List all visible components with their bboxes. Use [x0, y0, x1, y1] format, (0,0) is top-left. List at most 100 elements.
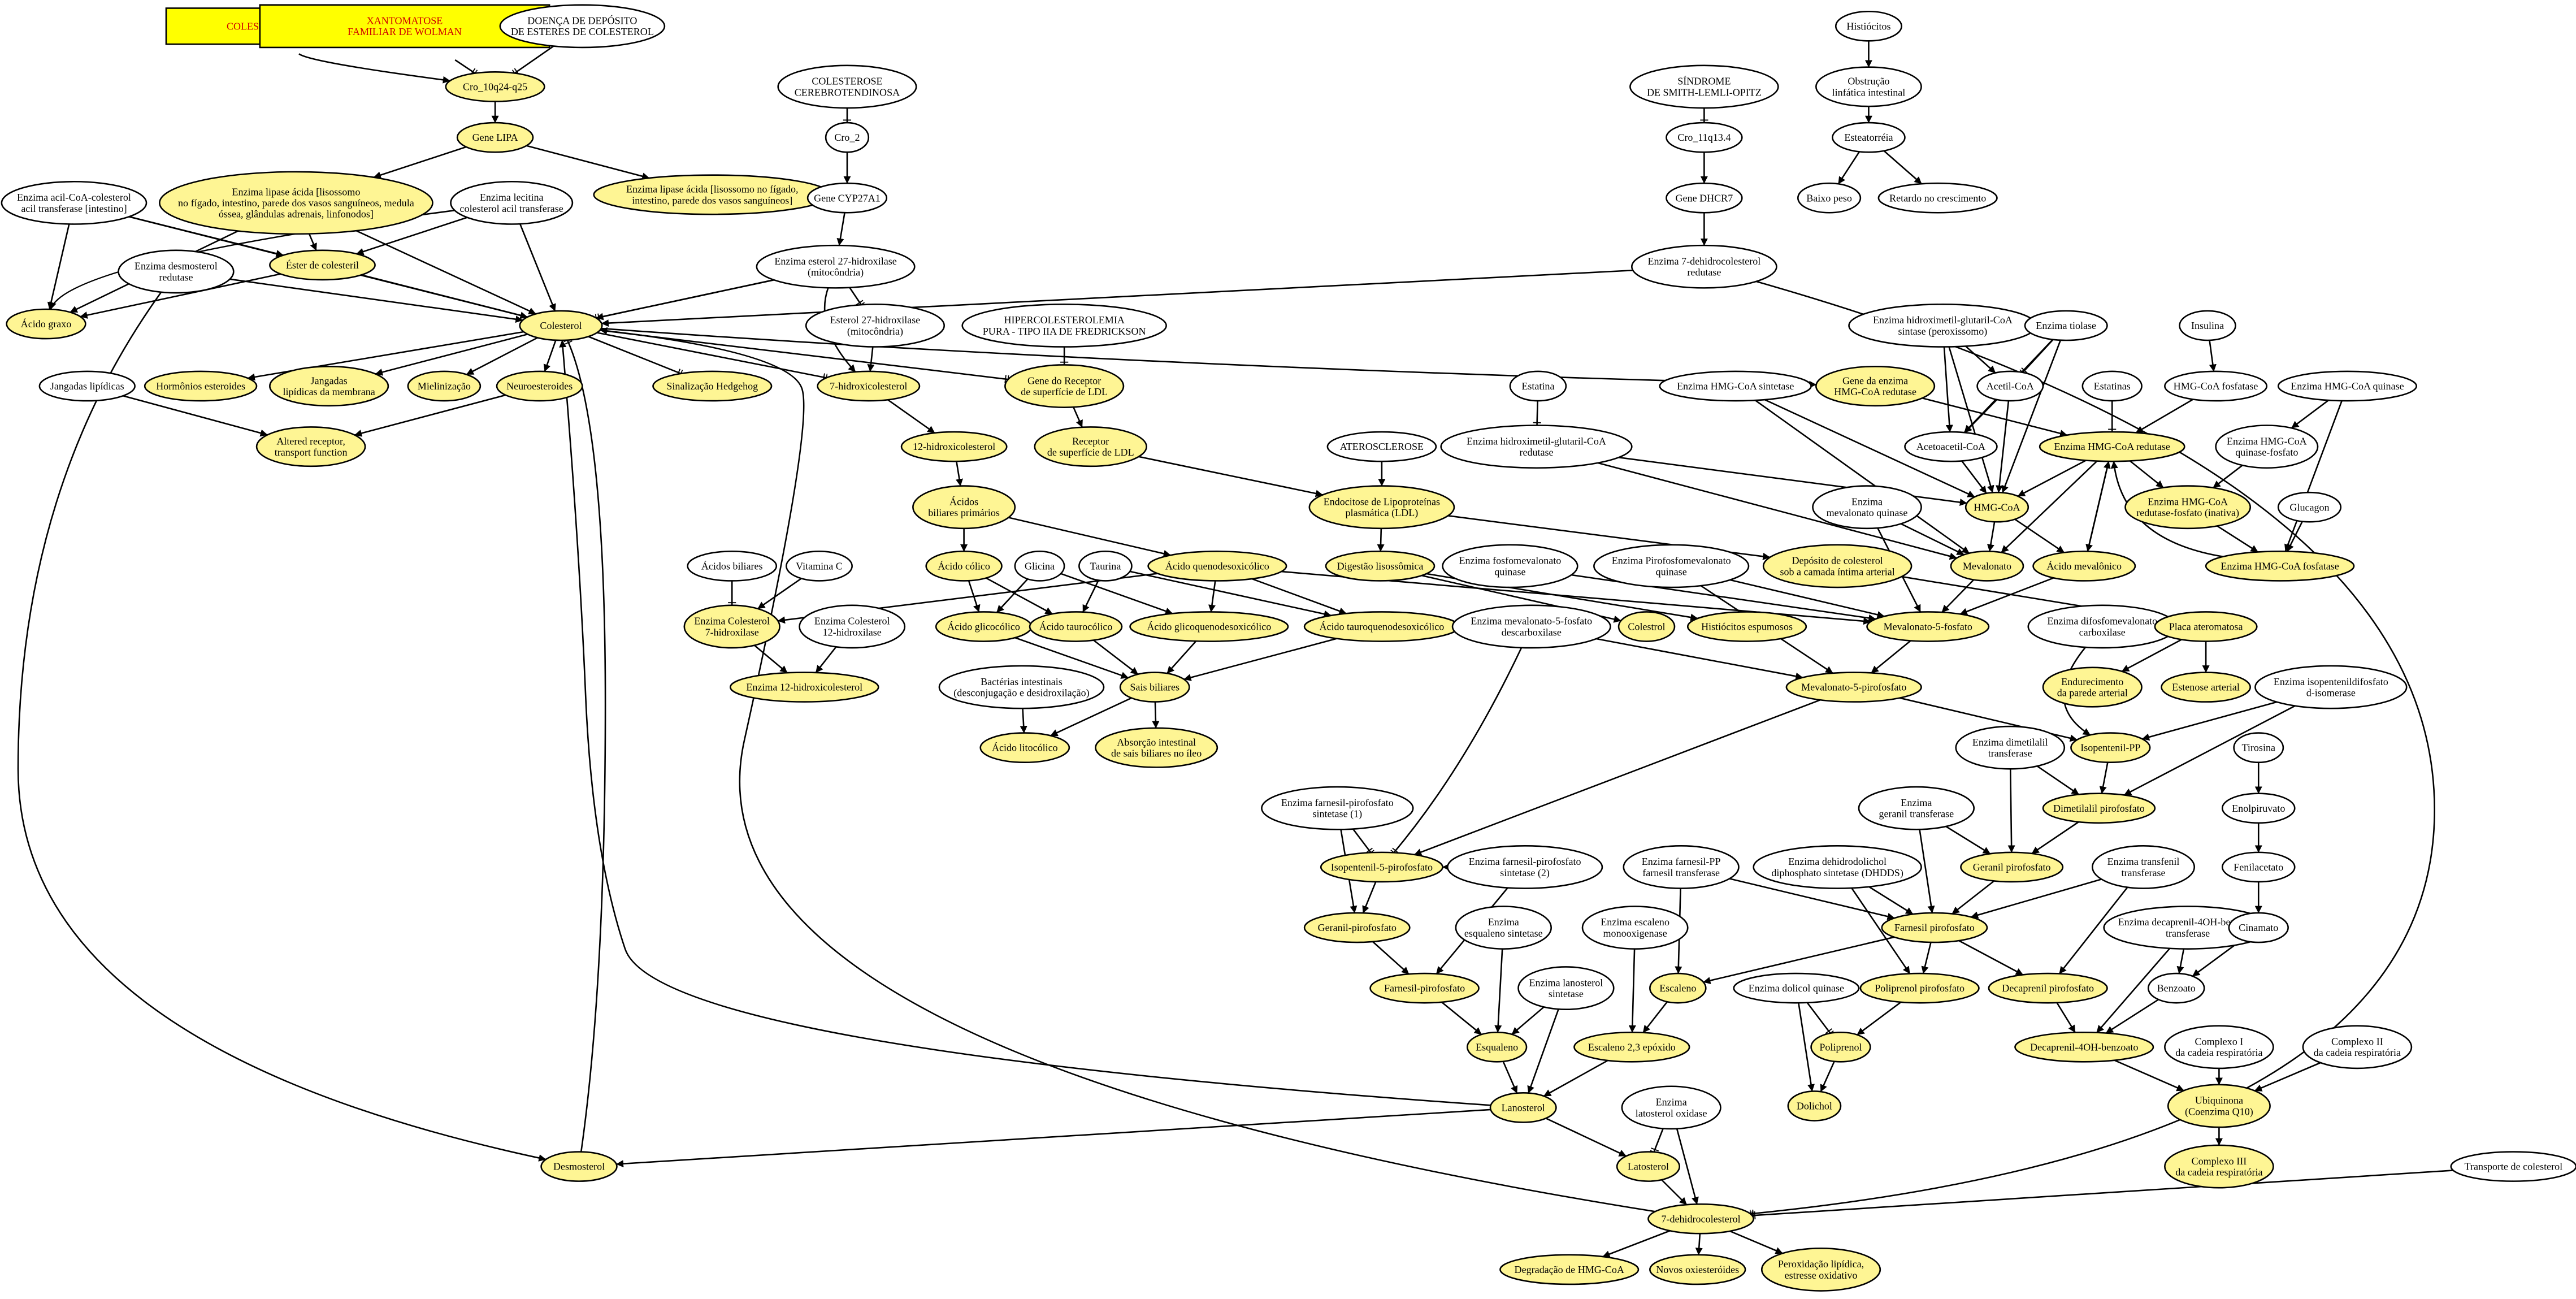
node-hmgr[interactable]: Enzima HMG-CoA redutase	[2039, 431, 2185, 462]
node-esterol27b[interactable]: Esterol 27-hidroxilase(mitocôndria)	[805, 304, 945, 348]
node-glicina[interactable]: Glicina	[1014, 551, 1065, 582]
node-lipase2[interactable]: Enzima lipase ácida [lisossomo no fígado…	[593, 174, 832, 215]
node-ester[interactable]: Éster de colesteril	[269, 249, 376, 281]
node-hmg-sint[interactable]: Enzima HMG-CoA sintetase	[1659, 370, 1812, 402]
node-dimetilalil-pp[interactable]: Dimetilalil pirofosfato	[2042, 793, 2156, 824]
node-farnesil-pp2[interactable]: Farnesil pirofosfato	[1881, 912, 1988, 943]
node-ubiquinona[interactable]: Ubiquinona(Coenzima Q10)	[2167, 1084, 2271, 1128]
node-mev5f[interactable]: Mevalonato-5-fosfato	[1866, 611, 1990, 642]
node-esqualeno[interactable]: Esqualeno	[1466, 1031, 1528, 1063]
node-dhc7[interactable]: 7-dehidrocolesterol	[1647, 1203, 1755, 1235]
node-geranil-pp2[interactable]: Geranil pirofosfato	[1960, 851, 2064, 883]
node-glicocolico[interactable]: Ácido glicocólico	[935, 611, 1033, 642]
node-ac-mevalonico[interactable]: Ácido mevalônico	[2032, 551, 2136, 582]
node-tiolase[interactable]: Enzima tiolase	[2024, 310, 2108, 341]
node-farnesil-pp[interactable]: Farnesil-pirofosfato	[1369, 972, 1480, 1004]
node-hedgehog[interactable]: Sinalização Hedgehog	[652, 370, 773, 402]
node-bacterias[interactable]: Bactérias intestinais(desconjugação e de…	[938, 665, 1105, 709]
node-digestao[interactable]: Digestão lisossômica	[1325, 551, 1436, 582]
node-estatinas[interactable]: Estatinas	[2081, 370, 2143, 402]
node-mev5pp[interactable]: Mevalonato-5-pirofosfato	[1785, 672, 1922, 703]
node-acetil[interactable]: Acetil-CoA	[1976, 370, 2044, 402]
node-cro2[interactable]: Cro_2	[825, 122, 870, 153]
node-mevalonato[interactable]: Mevalonato	[1950, 551, 2024, 582]
node-glucagon[interactable]: Glucagon	[2277, 491, 2342, 523]
node-sais[interactable]: Sais biliares	[1119, 672, 1190, 703]
node-hmgcoa[interactable]: HMG-CoA	[1964, 491, 2029, 523]
node-enolpiruvato[interactable]: Enolpiruvato	[2221, 793, 2296, 824]
node-hmg-fosf[interactable]: HMG-CoA fosfatase	[2164, 370, 2268, 402]
node-isopentenil-pp[interactable]: Isopentenil-PP	[2070, 732, 2151, 764]
node-geranil-pp[interactable]: Geranil-pirofosfato	[1303, 912, 1411, 943]
node-poliprenol-pp[interactable]: Poliprenol pirofosfato	[1859, 972, 1980, 1004]
node-peroxidacao[interactable]: Peroxidação lipídica,estresse oxidativo	[1760, 1247, 1881, 1292]
node-decaprenil-4oh[interactable]: Decaprenil-4OH-benzoato	[2014, 1031, 2154, 1063]
node-estenose[interactable]: Estenose arterial	[2161, 672, 2252, 703]
node-litocolico[interactable]: Ácido litocólico	[979, 732, 1070, 764]
node-esterol27[interactable]: Enzima esterol 27-hidroxilase(mitocôndri…	[756, 244, 916, 289]
node-taurina[interactable]: Taurina	[1078, 551, 1133, 582]
node-benzoato[interactable]: Benzoato	[2147, 972, 2205, 1004]
node-cro11[interactable]: Cro_11q13.4	[1666, 122, 1743, 153]
node-tauroqueno[interactable]: Ácido tauroquenodesoxicólico	[1303, 611, 1460, 642]
node-estatina[interactable]: Estatina	[1509, 370, 1567, 402]
node-gene-lipa[interactable]: Gene LIPA	[456, 122, 534, 153]
node-retardo[interactable]: Retardo no crescimento	[1877, 182, 1998, 214]
node-hormonios[interactable]: Hormônios esteroides	[144, 370, 258, 402]
node-dolichol[interactable]: Dolichol	[1787, 1090, 1842, 1122]
node-acetoacetil[interactable]: Acetoacetil-CoA	[1904, 431, 1998, 462]
node-decaprenil-pp[interactable]: Decaprenil pirofosfato	[1988, 972, 2108, 1004]
node-isopentenil5pp[interactable]: Isopentenil-5-pirofosfato	[1320, 851, 1443, 883]
node-poliprenol[interactable]: Poliprenol	[1810, 1031, 1871, 1063]
node-fenilacetato[interactable]: Fenilacetato	[2221, 851, 2296, 883]
node-tirosina[interactable]: Tirosina	[2233, 732, 2284, 764]
node-histiocitos-esp[interactable]: Histiócitos espumosos	[1686, 611, 1807, 642]
node-colestrol[interactable]: Colestrol	[1617, 611, 1676, 642]
node-vitc[interactable]: Vitamina C	[785, 551, 853, 582]
node-hidroxi12[interactable]: 12-hidroxicolesterol	[900, 431, 1008, 462]
node-mielinizacao[interactable]: Mielinização	[407, 370, 482, 402]
node-hidroxi7[interactable]: 7-hidroxicolesterol	[817, 370, 921, 402]
node-insulina[interactable]: Insulina	[2179, 310, 2236, 341]
node-ateroesclerose[interactable]: ATEROSCLEROSE	[1326, 431, 1437, 462]
node-acido-graxo[interactable]: Ácido graxo	[6, 308, 86, 340]
node-novos-ox[interactable]: Novos oxiesteróides	[1649, 1254, 1746, 1285]
